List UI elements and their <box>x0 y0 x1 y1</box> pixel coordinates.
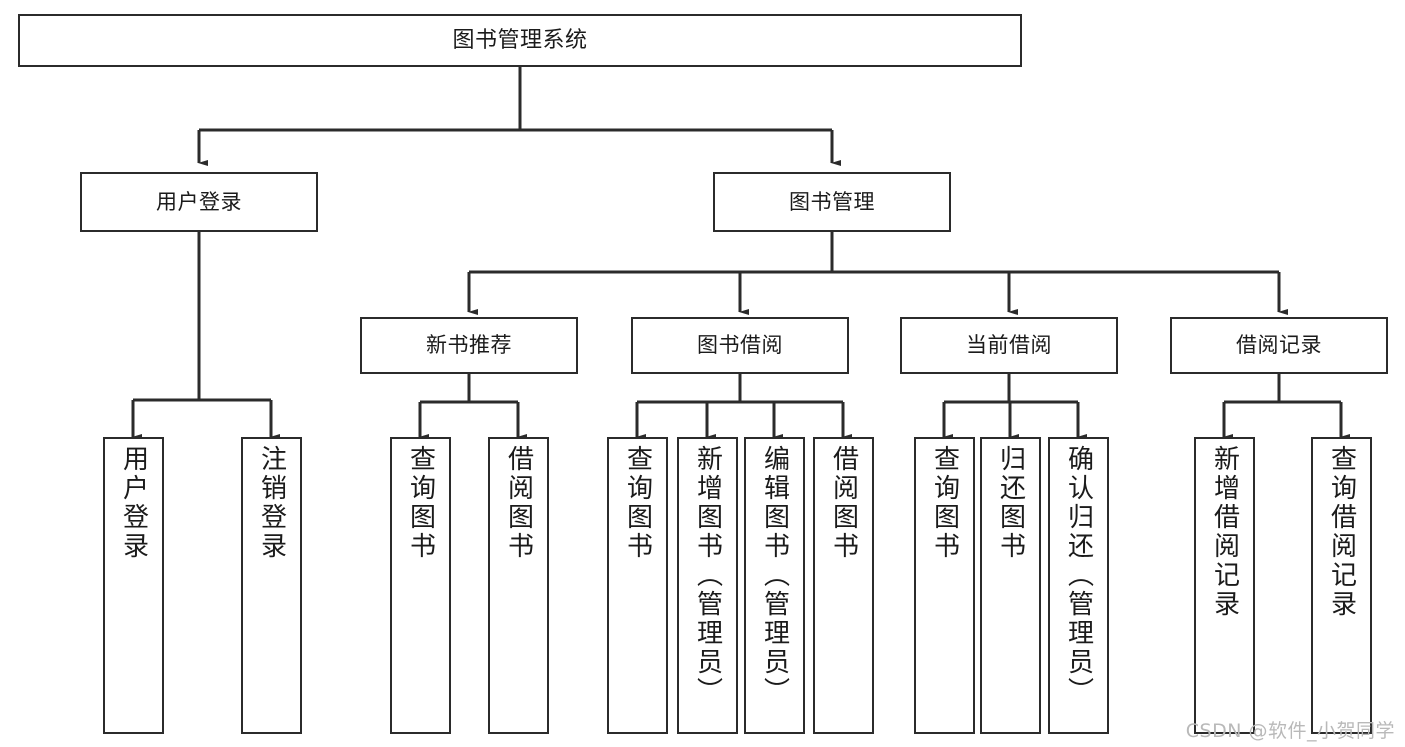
leaf-book-borrow-query-book[interactable]: 查询图书 <box>607 437 668 734</box>
leaf-new-book-borrow-book[interactable]: 借阅图书 <box>488 437 549 734</box>
node-user-login[interactable]: 用户登录 <box>80 172 318 232</box>
leaf-book-borrow-add-book-admin[interactable]: 新增图书（管理员） <box>677 437 738 734</box>
csdn-watermark: CSDN @软件_小贺同学 <box>1185 720 1395 742</box>
node-book-borrow[interactable]: 图书借阅 <box>631 317 849 374</box>
leaf-current-borrow-query-book[interactable]: 查询图书 <box>914 437 975 734</box>
node-label: 归还图书 <box>995 445 1026 561</box>
leaf-borrow-record-add-record[interactable]: 新增借阅记录 <box>1194 437 1255 734</box>
node-label: 图书借阅 <box>697 333 783 358</box>
leaf-book-borrow-borrow-book[interactable]: 借阅图书 <box>813 437 874 734</box>
leaf-borrow-record-query-record[interactable]: 查询借阅记录 <box>1311 437 1372 734</box>
node-label: 用户登录 <box>156 189 242 214</box>
node-new-book-recommend[interactable]: 新书推荐 <box>360 317 578 374</box>
node-book-management[interactable]: 图书管理 <box>713 172 951 232</box>
leaf-user-login-logout[interactable]: 注销登录 <box>241 437 302 734</box>
leaf-current-borrow-confirm-return-admin[interactable]: 确认归还（管理员） <box>1048 437 1109 734</box>
node-label: 确认归还（管理员） <box>1063 445 1094 706</box>
node-label: 查询图书 <box>405 445 436 561</box>
node-label: 新书推荐 <box>426 333 512 358</box>
leaf-book-borrow-edit-book-admin[interactable]: 编辑图书（管理员） <box>744 437 805 734</box>
node-current-borrow[interactable]: 当前借阅 <box>900 317 1118 374</box>
node-label: 查询借阅记录 <box>1326 445 1357 619</box>
node-label: 新增借阅记录 <box>1209 445 1240 619</box>
node-label: 图书管理系统 <box>452 27 588 53</box>
leaf-current-borrow-return-book[interactable]: 归还图书 <box>980 437 1041 734</box>
node-label: 查询图书 <box>929 445 960 561</box>
node-label: 借阅记录 <box>1236 333 1322 358</box>
leaf-user-login-login[interactable]: 用户登录 <box>103 437 164 734</box>
node-label: 用户登录 <box>118 445 149 561</box>
leaf-new-book-query-book[interactable]: 查询图书 <box>390 437 451 734</box>
node-label: 查询图书 <box>622 445 653 561</box>
node-label: 编辑图书（管理员） <box>759 445 790 706</box>
node-borrow-record[interactable]: 借阅记录 <box>1170 317 1388 374</box>
node-label: 借阅图书 <box>503 445 534 561</box>
node-label: 借阅图书 <box>828 445 859 561</box>
node-label: 注销登录 <box>256 445 287 561</box>
node-label: 新增图书（管理员） <box>692 445 723 706</box>
node-label: 图书管理 <box>789 189 875 214</box>
node-label: 当前借阅 <box>966 333 1052 358</box>
node-root-book-management-system[interactable]: 图书管理系统 <box>18 14 1022 67</box>
